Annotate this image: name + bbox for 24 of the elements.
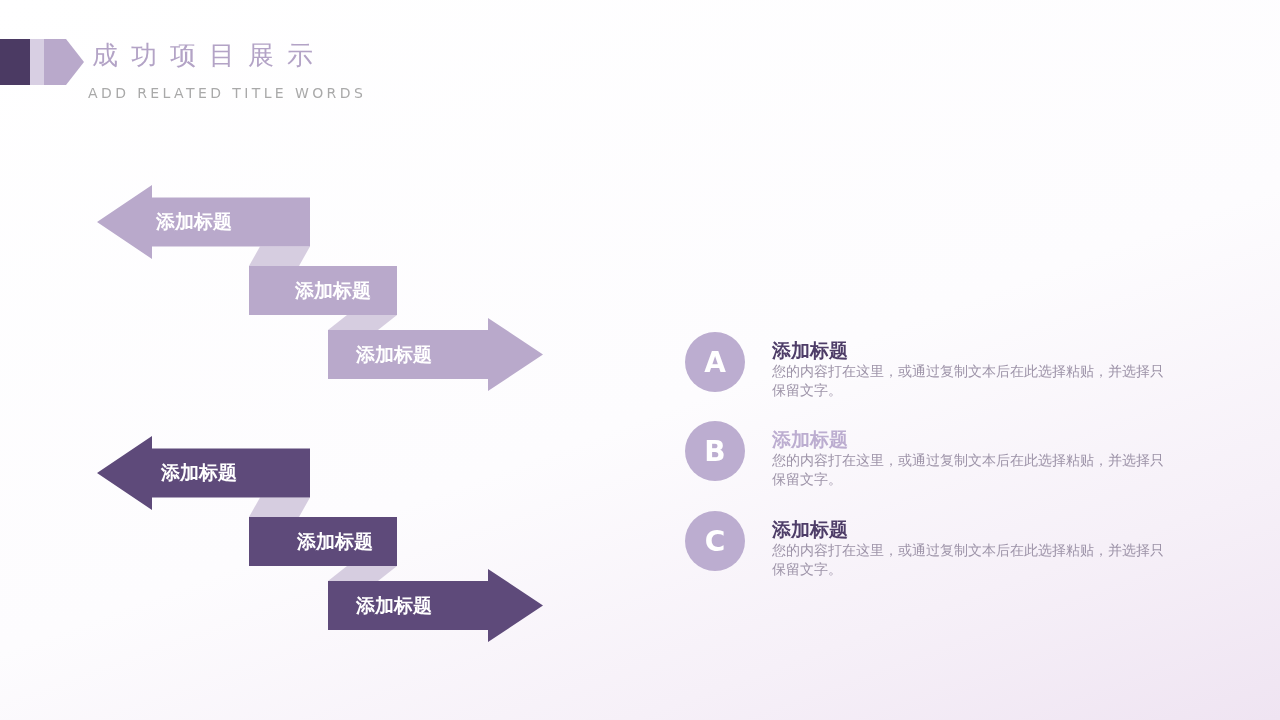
circle-letter: A <box>704 345 726 379</box>
item-title: 添加标题 <box>772 427 849 451</box>
arrow-label: 添加标题 <box>355 592 432 618</box>
circle-letter: B <box>704 434 726 468</box>
fold-band <box>249 246 310 266</box>
item-title: 添加标题 <box>772 517 849 541</box>
fold-band <box>328 566 397 581</box>
arrow-label: 添加标题 <box>160 460 237 485</box>
fold-band <box>328 315 397 330</box>
item-description: 您的内容打在这里，或通过复制文本后在此选择粘贴，并选择只保留文字。 <box>772 451 1165 489</box>
slide-title: 成功项目展示 <box>92 39 326 72</box>
subtitle: ADD RELATED TITLE WORDS <box>88 85 367 101</box>
arrow-label: 添加标题 <box>155 209 232 234</box>
letter-circle <box>685 511 745 571</box>
circle-letter: C <box>704 524 726 558</box>
item-description: 您的内容打在这里，或通过复制文本后在此选择粘贴，并选择只保留文字。 <box>772 362 1165 400</box>
item-title: 添加标题 <box>772 338 849 362</box>
arrow-label: 添加标题 <box>297 528 373 554</box>
letter-circle <box>685 332 745 392</box>
item-description: 您的内容打在这里，或通过复制文本后在此选择粘贴，并选择只保留文字。 <box>772 541 1165 579</box>
letter-circle <box>685 421 745 481</box>
fold-band <box>249 497 310 517</box>
arrow-label: 添加标题 <box>295 277 371 303</box>
arrow-label: 添加标题 <box>355 341 432 367</box>
